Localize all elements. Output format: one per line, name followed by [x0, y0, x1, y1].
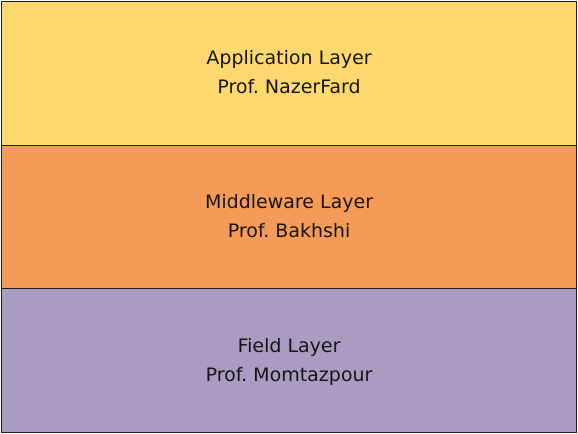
field-layer-owner: Prof. Momtazpour	[205, 363, 373, 386]
field-layer-box: Field Layer Prof. Momtazpour	[2, 288, 576, 433]
middleware-layer-owner: Prof. Bakhshi	[227, 220, 351, 242]
field-layer-title: Field Layer	[237, 334, 341, 357]
application-layer-owner: Prof. NazerFard	[217, 76, 361, 99]
middleware-layer-title: Middleware Layer	[204, 191, 374, 213]
middleware-layer-box: Middleware Layer Prof. Bakhshi	[2, 144, 576, 289]
application-layer-title: Application Layer	[206, 47, 372, 70]
application-layer-box: Application Layer Prof. NazerFard	[2, 2, 576, 145]
